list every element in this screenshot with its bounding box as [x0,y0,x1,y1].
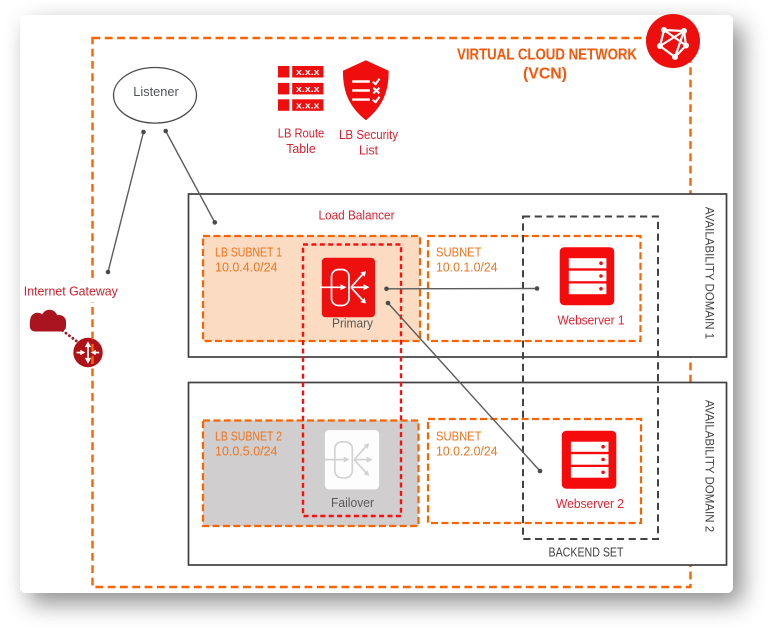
svg-text:AVAILABILITY DOMAIN 1: AVAILABILITY DOMAIN 1 [703,207,715,339]
svg-text:Webserver 2: Webserver 2 [556,496,624,511]
svg-text:Load Balancer: Load Balancer [319,208,396,223]
svg-text:x.x.x: x.x.x [296,67,320,78]
svg-text:Failover: Failover [331,495,375,510]
svg-text:x.x.x: x.x.x [296,84,320,95]
svg-text:LB SUBNET 1: LB SUBNET 1 [215,246,282,260]
svg-text:LB Route: LB Route [278,125,325,140]
svg-text:Primary: Primary [332,315,373,330]
svg-text:BACKEND SET: BACKEND SET [549,546,624,560]
svg-text:Table: Table [286,141,316,156]
svg-text:SUBNET: SUBNET [436,246,482,260]
svg-text:10.0.5.0/24: 10.0.5.0/24 [215,445,278,459]
svg-text:Webserver 1: Webserver 1 [558,313,625,328]
svg-text:10.0.1.0/24: 10.0.1.0/24 [436,261,498,275]
svg-text:List: List [359,142,378,157]
svg-text:x.x.x: x.x.x [296,100,320,111]
svg-text:VIRTUAL CLOUD NETWORK: VIRTUAL CLOUD NETWORK [457,47,637,64]
svg-text:10.0.4.0/24: 10.0.4.0/24 [215,261,278,275]
svg-text:10.0.2.0/24: 10.0.2.0/24 [436,445,498,459]
svg-text:SUBNET: SUBNET [436,430,482,444]
svg-text:(VCN): (VCN) [523,66,567,83]
svg-text:Internet Gateway: Internet Gateway [24,284,118,299]
svg-text:LB Security: LB Security [339,127,398,142]
svg-text:AVAILABILITY DOMAIN 2: AVAILABILITY DOMAIN 2 [703,400,715,532]
svg-text:Listener: Listener [133,84,179,99]
svg-text:LB SUBNET 2: LB SUBNET 2 [215,430,282,444]
